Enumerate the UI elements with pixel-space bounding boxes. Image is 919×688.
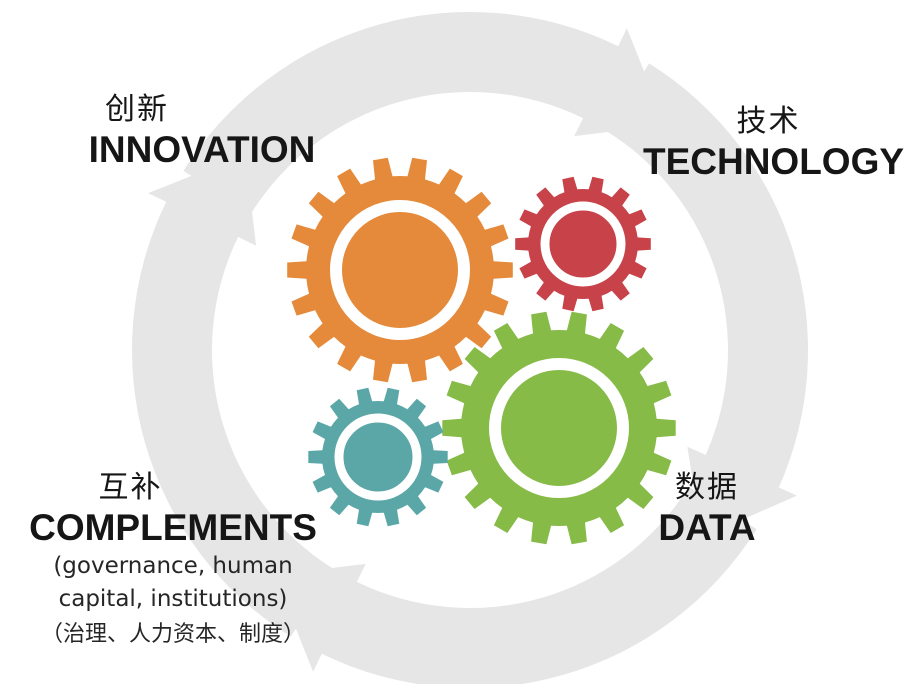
complements-detail-zh: （治理、人力资本、制度） (40, 622, 305, 647)
gears (287, 157, 676, 545)
cycle-arrow-icon (132, 154, 334, 637)
gear-hub (349, 428, 407, 486)
gear-hub (507, 376, 611, 480)
technology-gear-icon (515, 176, 651, 312)
cycle-arrows (132, 12, 809, 688)
technology-label-en: TECHNOLOGY (642, 141, 905, 182)
complements-detail-line2: capital, institutions) (58, 586, 288, 612)
gear-ring (330, 200, 470, 340)
innovation-label: 创新 INNOVATION (64, 84, 340, 172)
innovation-label-en: INNOVATION (88, 129, 316, 170)
cycle-arrow-icon (606, 63, 809, 538)
complements-label-en: COMPLEMENTS (29, 507, 317, 548)
complements-detail-line1: (governance, human (53, 553, 293, 579)
gear-ring (334, 413, 422, 501)
cycle-arrow-icon (183, 12, 666, 214)
complements-label-zh: 互补 (98, 470, 163, 505)
technology-label-zh: 技术 (736, 104, 801, 139)
innovation-label-zh: 创新 (105, 92, 169, 127)
complements-gear-icon (308, 387, 448, 527)
innovation-gear-icon (287, 157, 513, 383)
cycle-arrow-icon (274, 486, 757, 688)
complements-label: 互补 COMPLEMENTS (governance, human capita… (8, 462, 338, 648)
gear-ring (489, 358, 629, 498)
data-label-en: DATA (658, 507, 756, 548)
technology-label: 技术 TECHNOLOGY (628, 96, 919, 184)
gear-hub (554, 215, 612, 273)
gear-ring (540, 201, 626, 287)
gear-hub (348, 218, 452, 322)
data-gear-icon (442, 311, 676, 545)
data-label-zh: 数据 (675, 470, 739, 505)
data-label: 数据 DATA (640, 462, 774, 550)
